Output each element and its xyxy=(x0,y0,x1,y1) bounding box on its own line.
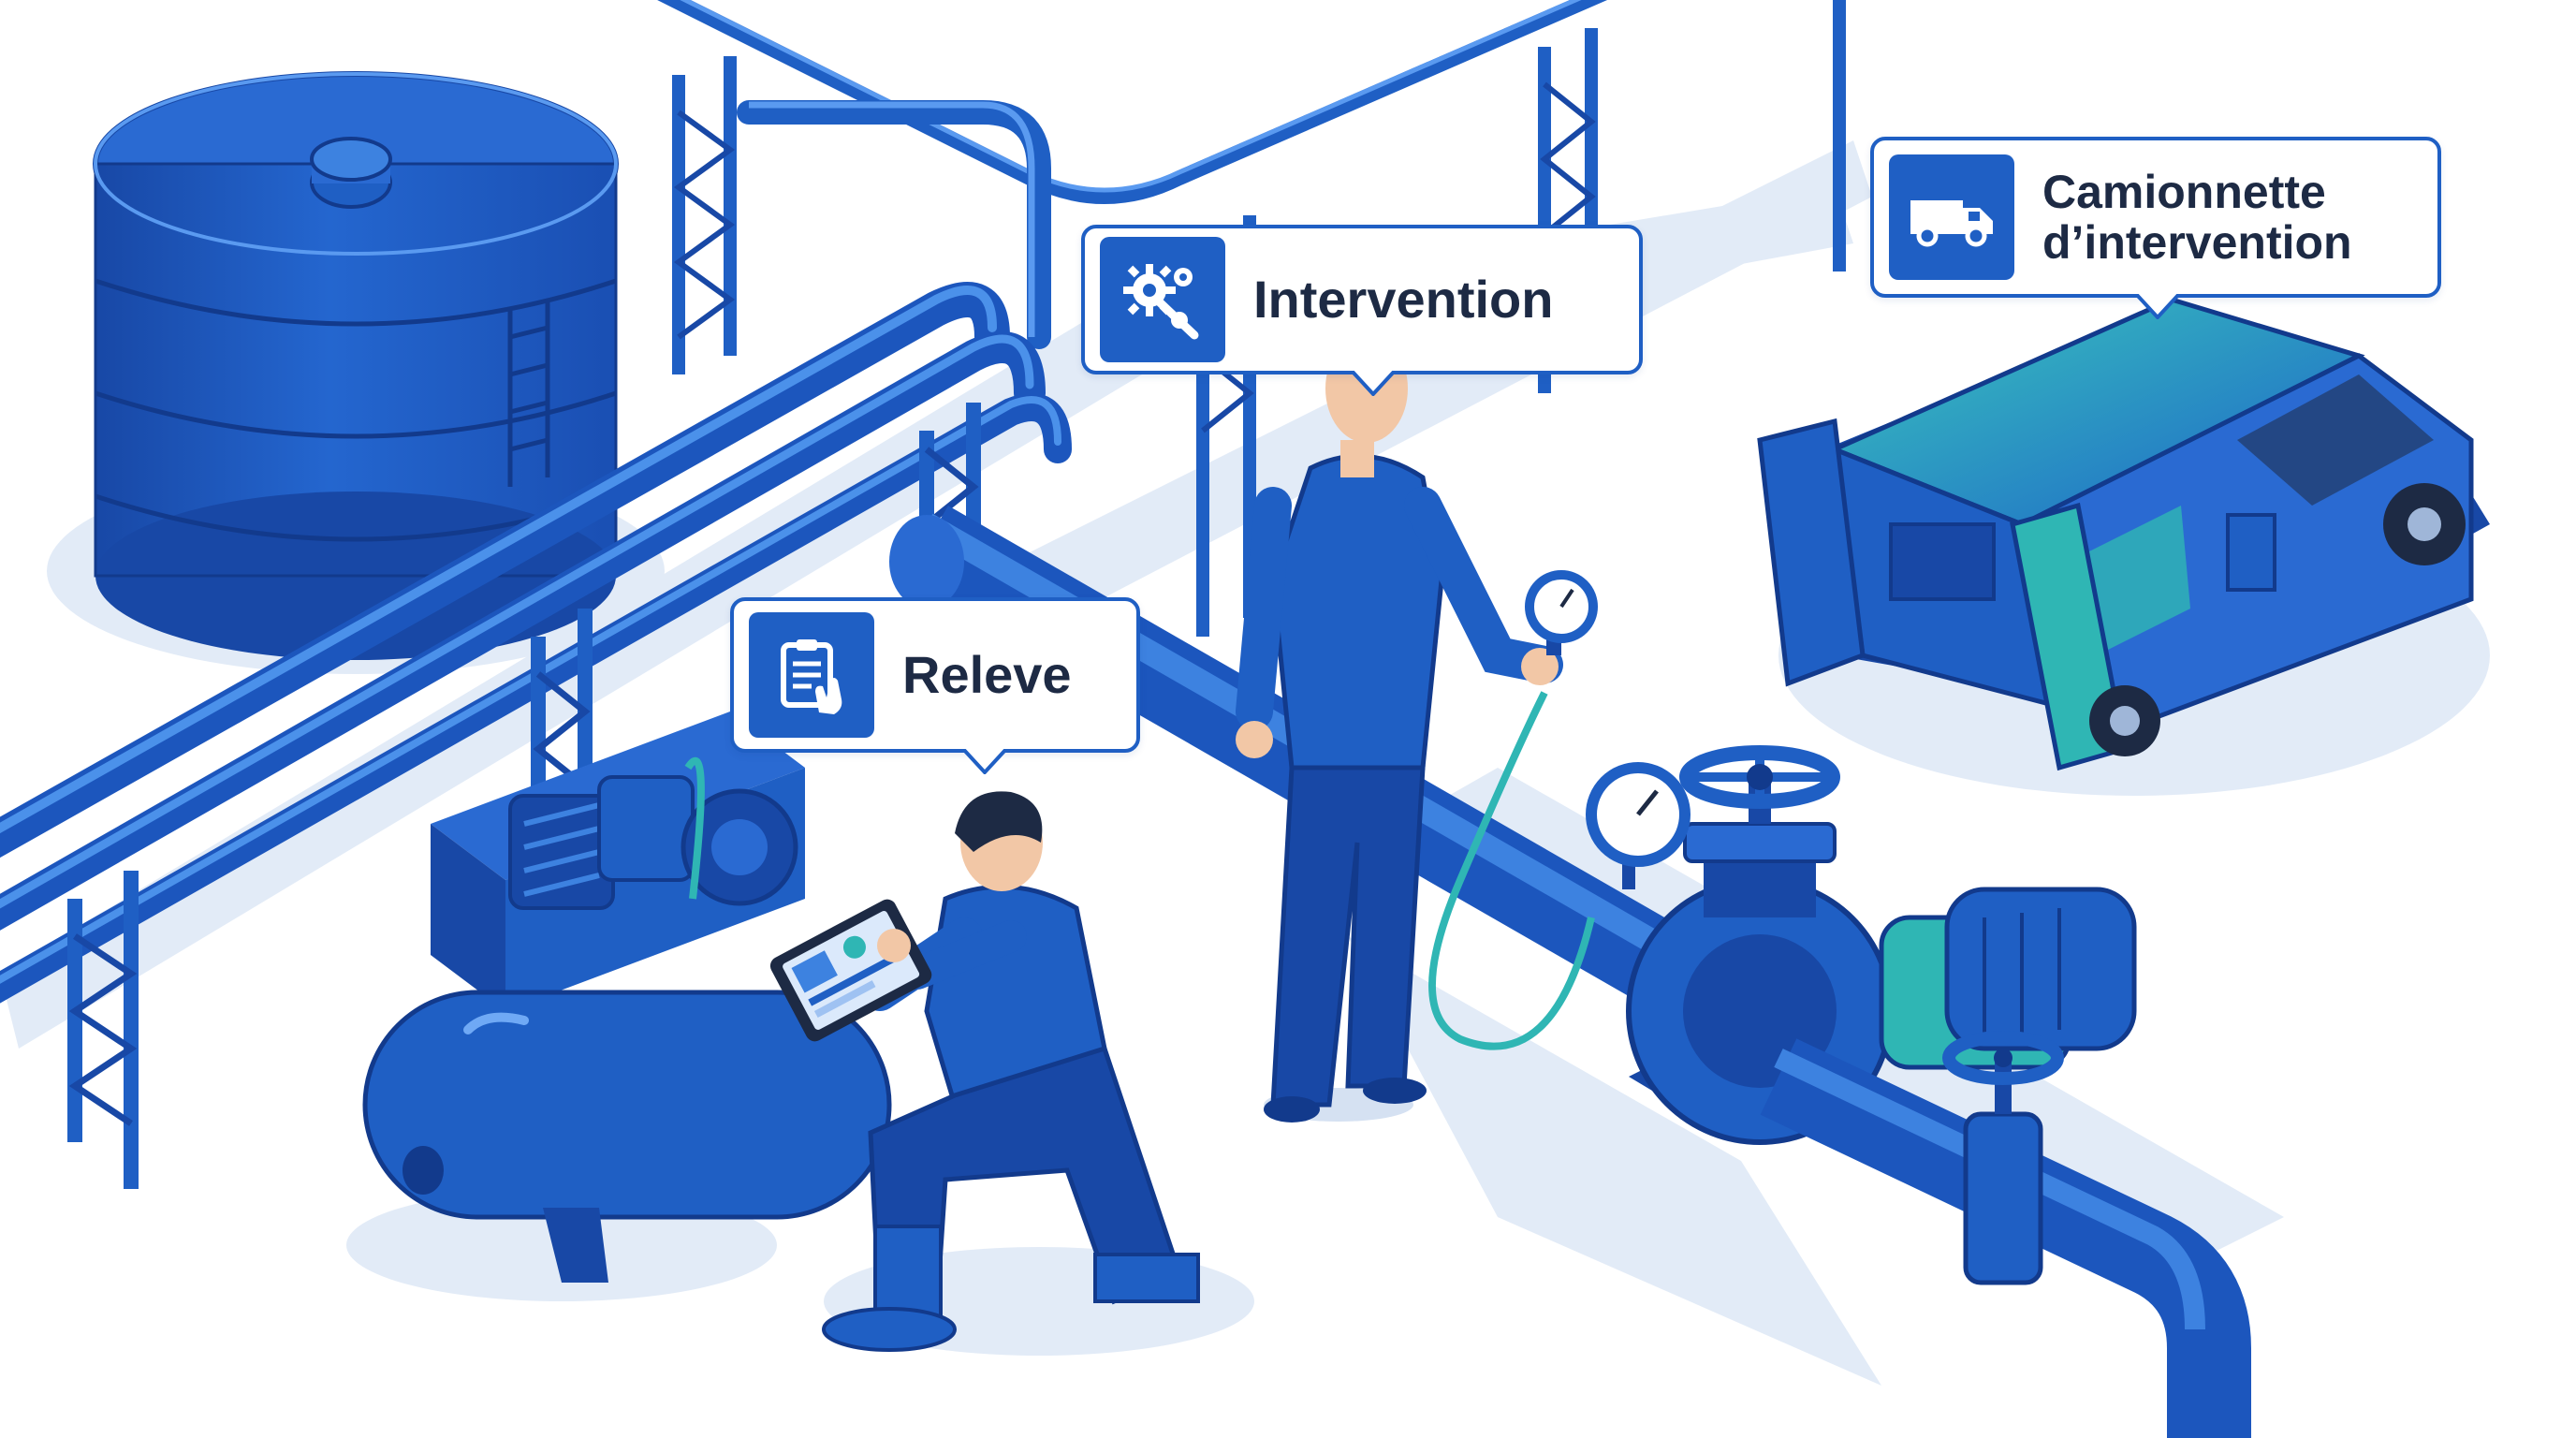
air-compressor xyxy=(362,712,892,1283)
callout-van-label-line2: d’intervention xyxy=(2042,216,2352,269)
callout-intervention: Intervention xyxy=(1081,225,1643,396)
callout-van-label-line1: Camionnette xyxy=(2042,166,2326,218)
clipboard-hand-icon xyxy=(749,612,874,738)
service-van xyxy=(1757,297,2490,771)
callout-releve: Releve xyxy=(730,597,1140,774)
callout-intervention-tail xyxy=(1352,371,1395,396)
callout-van-tail xyxy=(2136,294,2179,319)
van-icon xyxy=(1889,154,2014,280)
callout-releve-label: Releve xyxy=(902,644,1072,704)
gears-wrench-icon xyxy=(1100,237,1225,362)
storage-tank xyxy=(93,71,619,660)
callout-releve-tail xyxy=(963,749,1006,774)
callout-van: Camionnette d’intervention xyxy=(1870,137,2441,319)
standing-technician xyxy=(1236,319,1598,1123)
callout-intervention-label: Intervention xyxy=(1253,269,1554,329)
kneeling-technician xyxy=(769,791,1200,1352)
callout-van-label: Camionnette d’intervention xyxy=(2042,167,2352,268)
pressure-gauge-on-pipe xyxy=(1428,691,1690,1050)
pump-assembly xyxy=(1626,745,2251,1438)
front-pipe-rack xyxy=(0,282,1072,1189)
